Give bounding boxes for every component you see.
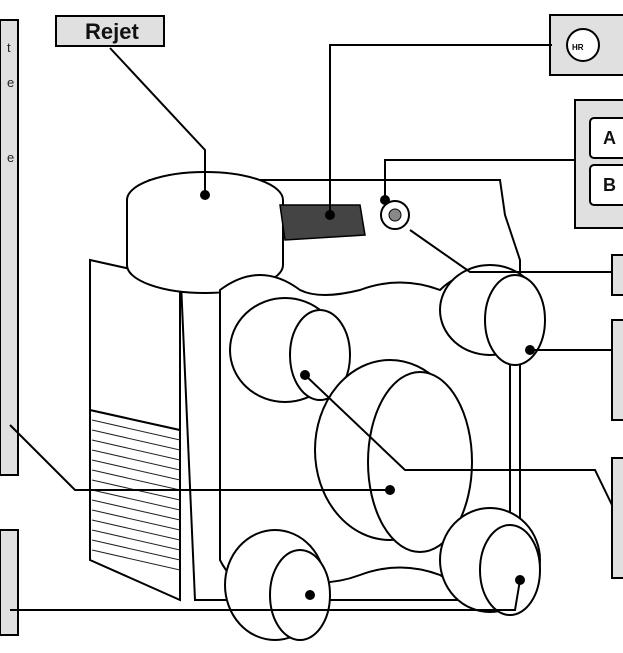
leader-right-1: [409, 229, 612, 273]
hr-icon-text: HR: [572, 43, 584, 52]
panel-b-letter: B: [603, 175, 616, 195]
rejet-label-box: Rejet: [55, 15, 165, 47]
top-duct: [126, 200, 284, 294]
leader-rejet: [109, 47, 206, 195]
leader-lines: [9, 44, 613, 611]
leader-ab: [384, 159, 576, 200]
panel-a-letter: A: [603, 128, 616, 148]
duct-center: [314, 359, 473, 553]
leader-bottom: [10, 579, 521, 611]
cut-letter-2: e: [7, 75, 15, 90]
rejet-label: Rejet: [85, 19, 139, 44]
cut-letter-3: e: [7, 150, 15, 165]
right-label-3: [611, 457, 623, 579]
left-bottom-panel: [0, 529, 19, 636]
right-label-2: [611, 319, 623, 421]
top-grille: [279, 204, 366, 241]
leader-right-3: [304, 374, 613, 506]
cut-letter-1: t: [7, 40, 11, 55]
leader-dots: [200, 190, 535, 600]
leader-left: [9, 424, 390, 491]
top-connector-core: [388, 208, 402, 222]
left-text-panel: [0, 19, 19, 476]
duct-top-left: [229, 297, 351, 403]
panel-b-box: [589, 164, 623, 206]
hr-icon: [566, 28, 600, 62]
leader-hr: [329, 44, 552, 215]
side-grille: [89, 408, 181, 602]
panel-a-box: [589, 117, 623, 159]
duct-bottom-left: [224, 529, 331, 641]
duct-top-right: [439, 264, 546, 366]
duct-bottom-right: [439, 507, 541, 616]
right-label-1: [611, 254, 623, 296]
